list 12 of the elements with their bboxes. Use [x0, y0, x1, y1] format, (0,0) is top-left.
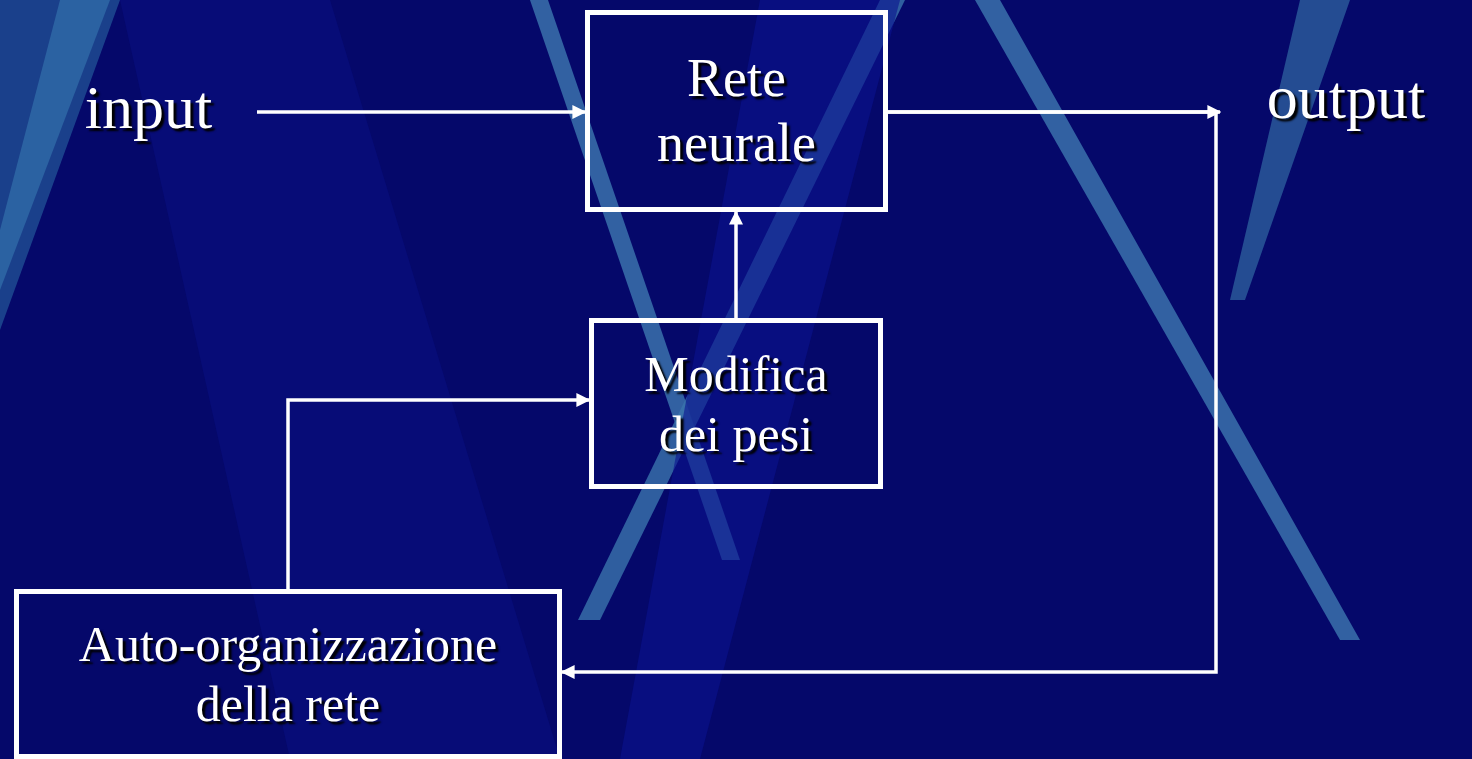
process-box [14, 589, 562, 759]
box-label: Auto-organizzazione della rete [77, 615, 499, 734]
box-label: Rete neurale [656, 47, 817, 175]
process-box [589, 318, 883, 489]
arrow [729, 210, 743, 318]
arrow [286, 393, 591, 589]
arrow [257, 105, 587, 119]
flow-label: input [84, 71, 213, 143]
process-box [585, 10, 888, 212]
box-label: Modifica dei pesi [643, 344, 829, 464]
flow-label: output [1266, 61, 1426, 133]
arrow [560, 110, 1218, 679]
